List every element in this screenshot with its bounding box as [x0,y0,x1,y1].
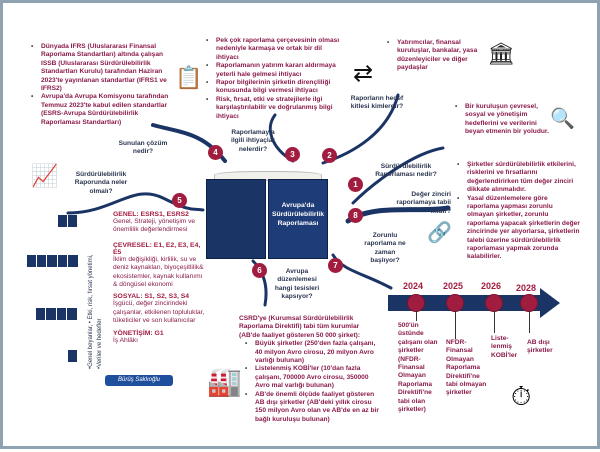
timeline-connector [494,311,495,333]
list-item: Yasal düzenlemelere göre raporlama yapma… [457,195,581,262]
list-item: Yatırımcılar, finansal kuruluşlar, banka… [387,39,483,73]
contents-rotated-note: •Genel beyanlar, • Etki, risk, fırsat yö… [88,254,103,369]
step-number-8: 8 [348,208,363,223]
timeline-dot [520,294,538,312]
timeline-label: Liste-lenmiş KOBİ'ler [491,335,518,359]
timeline-dot [407,294,425,312]
question-start-date: Zorunlu raporlama ne zaman başlıyor? [364,232,406,265]
question-scope: Avrupa düzenlemesi hangi tesisleri kapsı… [274,268,320,301]
book-title: Avrupa'da Sürdürülebilirlik Raporlaması [271,202,325,227]
yonetisim-body: İş Ahlâkı [113,336,138,344]
timeline-connector [416,311,417,321]
definition-list: Bir kuruluşun çevresel, sosyal ve yöneti… [455,103,549,137]
chain-link-icon: 🔗 [427,222,452,244]
timeline-year: 2025 [443,281,464,291]
question-value-chain: Değer zinciri raporlamaya tabii midir? [396,191,451,215]
list-item: Risk, fırsat, etki ve stratejilerle ilgi… [206,96,346,121]
value-chain-list: Şirketler sürdürülebilirlik etkilerini, … [457,161,581,262]
clipboard-check-icon: 📋 [175,65,203,90]
step-number-3: 3 [285,147,300,162]
question-audience: Raporların hedef kitlesi kimlerdir? [350,95,404,111]
contents-list: GENEL: ESRS1, ESRS2 Genel, Strateji, yön… [113,211,208,345]
question-solution: Sunulan çözüm nedir? [118,140,168,156]
question-needs: Raporlamayla ilgili ihtiyaçlar nelerdir? [231,129,275,153]
report-chart-icon: 📈 [31,163,59,188]
timeline-label: 500'ün üstünde çalışanı olan şirketler (… [398,322,438,414]
step-number-4: 4 [208,145,223,160]
timeline-label: NFDR-Finansal Olmayan Raporlama Direktif… [446,339,487,397]
list-item: Listelenmiş KOBİ'ler (10'dan fazla çalış… [245,365,379,390]
yonetisim-bar [68,350,78,362]
sosyal-heading: SOSYAL: S1, S2, S3, S4 [113,293,190,301]
question-definition: Sürdürülebilirlik Raporlaması nedir? [375,163,437,179]
timeline-arrow [388,288,560,318]
timeline-year: 2028 [516,283,537,293]
scope-intro: CSRD'ye (Kurumsal Sürdürülebilirlik Rapo… [239,315,361,339]
list-item: Raporlamanın yatırım kararı aldırmaya ye… [206,62,346,79]
genel-body: Genel, Strateji, yönetişim ve önemlilik … [113,218,196,234]
step-number-1: 1 [348,177,363,192]
step-number-7: 7 [328,258,343,273]
timeline-year: 2024 [403,281,424,291]
book-illustration: Avrupa'da Sürdürülebilirlik Raporlaması [206,171,330,261]
bank-icon: 🏛 [487,41,515,66]
standards-list: Dünyada IFRS (Uluslararası Finansal Rapo… [31,43,171,127]
audience-list: Yatırımcılar, finansal kuruluşlar, banka… [387,39,483,73]
scope-list: CSRD'ye (Kurumsal Sürdürülebilirlik Rapo… [239,315,379,424]
sosyal-body: İşgücü, değer zincirindeki çalışanlar, e… [113,300,205,325]
list-item: Pek çok raporlama çerçevesinin olması ne… [206,37,346,62]
list-item: AB'de önemli ölçüde faaliyet gösteren AB… [245,391,379,425]
cevresel-heading: ÇEVRESEL: E1, E2, E3, E4, E5 [113,241,201,256]
timeline-year: 2026 [481,281,502,291]
timeline-dot [485,294,503,312]
book-search-icon: 🔍 [550,108,575,130]
timeline-label: AB dışı şirketler [527,339,553,355]
question-contents: Sürdürülebilirlik Raporunda neler olmalı… [74,171,128,195]
list-item: Büyük şirketler (250'den fazla çalışanı,… [245,340,379,365]
list-item: Rapor bilgilerinin şirketin dirençliliği… [206,79,346,96]
step-number-5: 5 [172,193,187,208]
timeline-dot [446,294,464,312]
step-number-6: 6 [252,263,267,278]
signature: Bürüş Saklıoğlu [105,375,173,386]
cevresel-body: İklim değişikliği, kirlilik, su ve deniz… [113,255,204,289]
list-item: Avrupa'da Avrupa Komisyonu tarafından Te… [31,93,171,127]
list-item: Dünyada IFRS (Uluslararası Finansal Rapo… [31,43,171,93]
step-number-2: 2 [322,148,337,163]
genel-heading: GENEL: ESRS1, ESRS2 [113,211,189,218]
stopwatch-hand-icon: ⏱ [511,381,532,411]
needs-list: Pek çok raporlama çerçevesinin olması ne… [206,37,346,121]
cevresel-bar [27,255,79,267]
timeline-connector [455,311,456,339]
sosyal-bar [36,308,78,320]
list-item: Bir kuruluşun çevresel, sosyal ve yöneti… [455,103,549,137]
list-item: Şirketler sürdürülebilirlik etkilerini, … [457,161,581,195]
timeline-connector [529,311,530,333]
factory-icon: 🏭 [207,366,242,397]
genel-bar [58,215,78,227]
document-exchange-icon: ⇄ [353,60,374,87]
yonetisim-heading: YÖNETİŞİM: G1 [113,329,164,337]
